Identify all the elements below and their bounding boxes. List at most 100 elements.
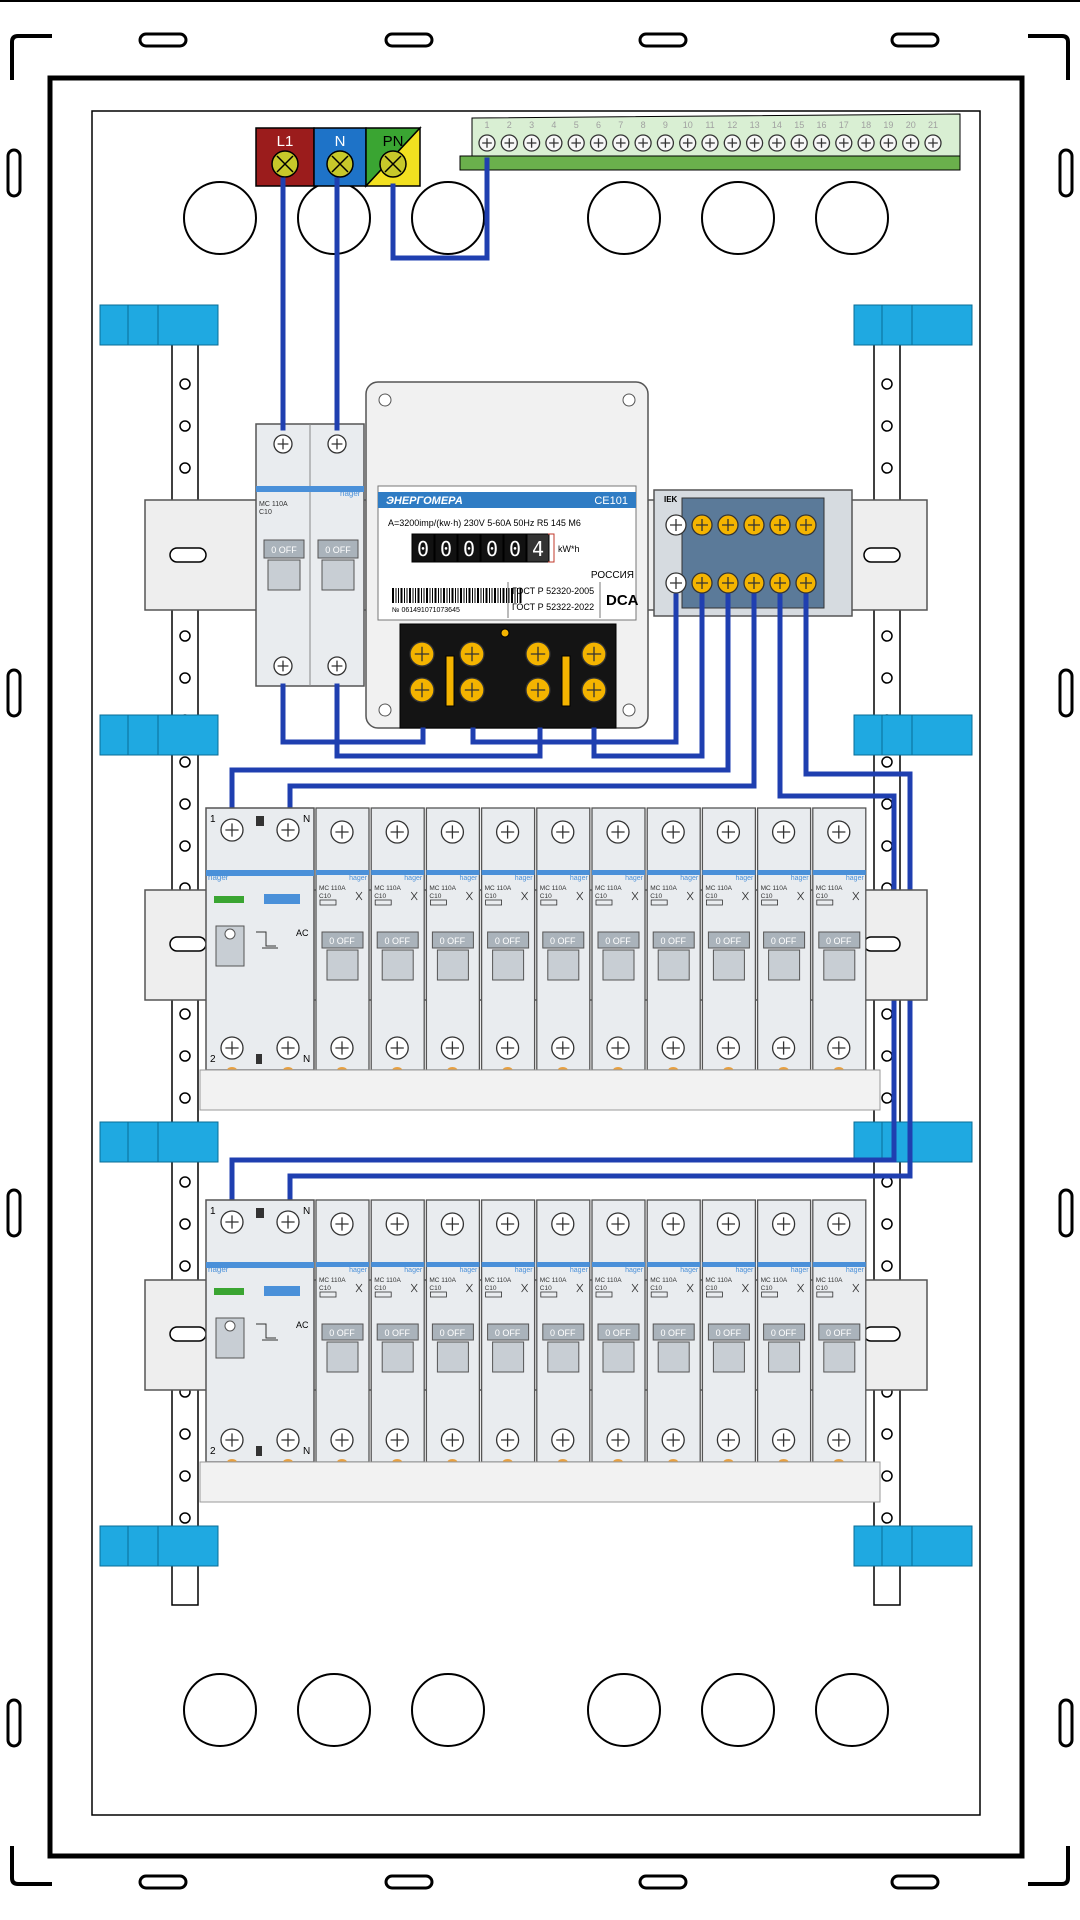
- breaker-stripe: [371, 1262, 425, 1267]
- breaker-toggle[interactable]: [818, 1323, 861, 1341]
- screw-slot: [390, 825, 404, 839]
- screw-icon: [661, 1212, 685, 1236]
- barcode-bar: [443, 588, 445, 603]
- breaker-toggle[interactable]: [376, 1323, 419, 1341]
- barcode-bar: [432, 588, 433, 603]
- breaker-curve-mark: [319, 899, 337, 906]
- screw-icon: [661, 1036, 685, 1060]
- rail-clip-body: [853, 1525, 973, 1567]
- breaker-state: 0 OFF: [605, 1328, 631, 1338]
- breaker-toggle[interactable]: [707, 1323, 750, 1341]
- main-breaker-toggle[interactable]: [317, 539, 359, 559]
- breaker-toggle[interactable]: [818, 931, 861, 949]
- screw-icon: [220, 818, 244, 842]
- breaker-toggle[interactable]: [487, 931, 530, 949]
- incoming-terminals: L1 N PN: [255, 126, 422, 188]
- neutral-bar-number: 4: [551, 120, 556, 130]
- breaker-toggle[interactable]: [431, 931, 474, 949]
- breaker-state: 0 OFF: [771, 1328, 797, 1338]
- breaker-toggle[interactable]: [763, 931, 806, 949]
- breaker-brand: hager: [515, 1267, 534, 1274]
- wire: [280, 683, 426, 745]
- screw-icon: [220, 1036, 244, 1060]
- breaker-stripe: [757, 1262, 811, 1267]
- screw-slot: [549, 138, 559, 148]
- breaker-rating: C10: [761, 893, 773, 900]
- breaker-brand: hager: [625, 1267, 644, 1274]
- neutral-bar-number: 19: [883, 120, 893, 130]
- screw-slot: [331, 660, 343, 672]
- breaker-model: MC 110A: [595, 1277, 622, 1284]
- screw-icon: [634, 134, 652, 152]
- corner-brackets: [10, 34, 1070, 1886]
- screw-icon: [716, 1036, 741, 1060]
- main-breaker-toggle[interactable]: [263, 539, 305, 559]
- comb-busbar: [199, 1069, 881, 1111]
- slot: [1058, 1698, 1074, 1748]
- barcode-bar: [506, 588, 507, 603]
- breaker-toggle[interactable]: [376, 931, 419, 949]
- screw-slot: [721, 1433, 735, 1447]
- screw-icon: [385, 1428, 409, 1452]
- breaker-model: MC 110A: [595, 885, 622, 892]
- breaker-toggle[interactable]: [321, 931, 364, 949]
- main-breaker-state: 0 OFF: [325, 545, 351, 555]
- barcode-bar: [451, 588, 454, 603]
- knockout: [297, 181, 371, 255]
- strip-hole: [881, 1050, 893, 1062]
- breaker-toggle[interactable]: [542, 1323, 585, 1341]
- screw-icon: [771, 1428, 796, 1452]
- meter-model: CE101: [594, 495, 628, 507]
- breaker-toggle[interactable]: [487, 1323, 530, 1341]
- breaker-toggle[interactable]: [431, 1323, 474, 1341]
- screw-slot: [277, 438, 289, 450]
- barcode-bar: [412, 588, 414, 603]
- breaker-state: 0 OFF: [550, 936, 576, 946]
- breaker-handle: [823, 949, 856, 981]
- strip-hole: [881, 1218, 893, 1230]
- screw-icon: [495, 1428, 520, 1452]
- rcd-label: N: [303, 1206, 310, 1217]
- breaker-toggle[interactable]: [763, 1323, 806, 1341]
- screw-icon: [622, 703, 636, 717]
- screw-icon: [661, 1428, 685, 1452]
- breaker-toggle[interactable]: [652, 931, 695, 949]
- screw-slot: [839, 138, 849, 148]
- screw-slot: [777, 825, 791, 839]
- breaker-toggle[interactable]: [542, 931, 585, 949]
- screw-slot: [335, 1041, 349, 1055]
- breaker-symbol: [797, 891, 804, 901]
- screw-slot: [445, 1041, 459, 1055]
- rail-clip: [99, 1121, 219, 1163]
- breaker-rating: C10: [319, 1285, 331, 1292]
- strip-hole: [881, 1470, 893, 1482]
- breaker-toggle[interactable]: [597, 931, 640, 949]
- screw-icon: [612, 134, 630, 152]
- screw-slot: [501, 825, 515, 839]
- strip-hole: [881, 1428, 893, 1440]
- breaker-toggle[interactable]: [597, 1323, 640, 1341]
- neutral-bar-number: 20: [906, 120, 916, 130]
- screw-icon: [330, 1212, 354, 1236]
- screw-icon: [827, 1036, 851, 1060]
- meter-digit: 0: [486, 537, 498, 561]
- main-breaker-state: 0 OFF: [271, 545, 297, 555]
- screw-slot: [571, 138, 581, 148]
- breaker-handle: [657, 949, 690, 981]
- breaker-curve-mark: [816, 1291, 834, 1298]
- meter-digit-cell: [480, 533, 504, 563]
- breaker-toggle[interactable]: [652, 1323, 695, 1341]
- breaker-toggle[interactable]: [707, 931, 750, 949]
- rcd-label: N: [303, 1054, 310, 1065]
- slot: [138, 1874, 188, 1890]
- comb-busbars: [199, 1069, 881, 1503]
- strip-hole: [881, 1512, 893, 1524]
- screw-slot: [390, 1433, 404, 1447]
- breaker-brand: hager: [846, 1267, 865, 1274]
- breaker-toggle[interactable]: [321, 1323, 364, 1341]
- screw-icon: [551, 1036, 575, 1060]
- breaker-symbol: [466, 1283, 473, 1293]
